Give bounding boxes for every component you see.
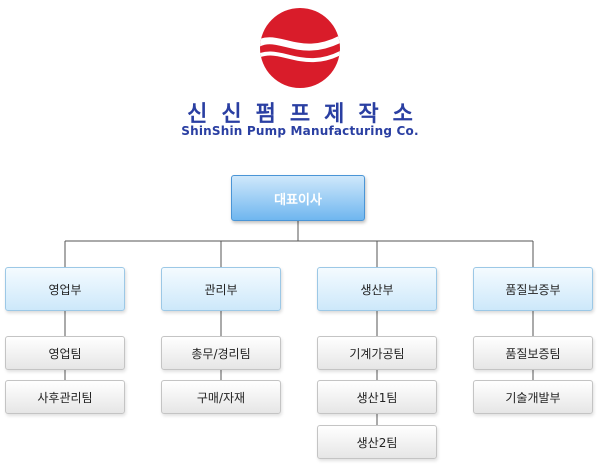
dept-quality: 품질보증부 [473, 267, 593, 311]
dept-production: 생산부 [317, 267, 437, 311]
team-box: 품질보증팀 [473, 336, 593, 370]
dept-sales: 영업부 [5, 267, 125, 311]
team-box: 생산1팀 [317, 380, 437, 414]
team-box: 기계가공팀 [317, 336, 437, 370]
team-box: 생산2팀 [317, 425, 437, 459]
team-box: 구매/자재 [161, 380, 281, 414]
team-box: 영업팀 [5, 336, 125, 370]
dept-admin: 관리부 [161, 267, 281, 311]
company-name-english: ShinShin Pump Manufacturing Co. [181, 124, 419, 138]
ceo-box: 대표이사 [231, 175, 365, 221]
team-box: 사후관리팀 [5, 380, 125, 414]
team-box: 총무/경리팀 [161, 336, 281, 370]
company-logo [260, 8, 340, 88]
company-name-korean: 신신펌프제작소 [187, 102, 427, 127]
team-box: 기술개발부 [473, 380, 593, 414]
